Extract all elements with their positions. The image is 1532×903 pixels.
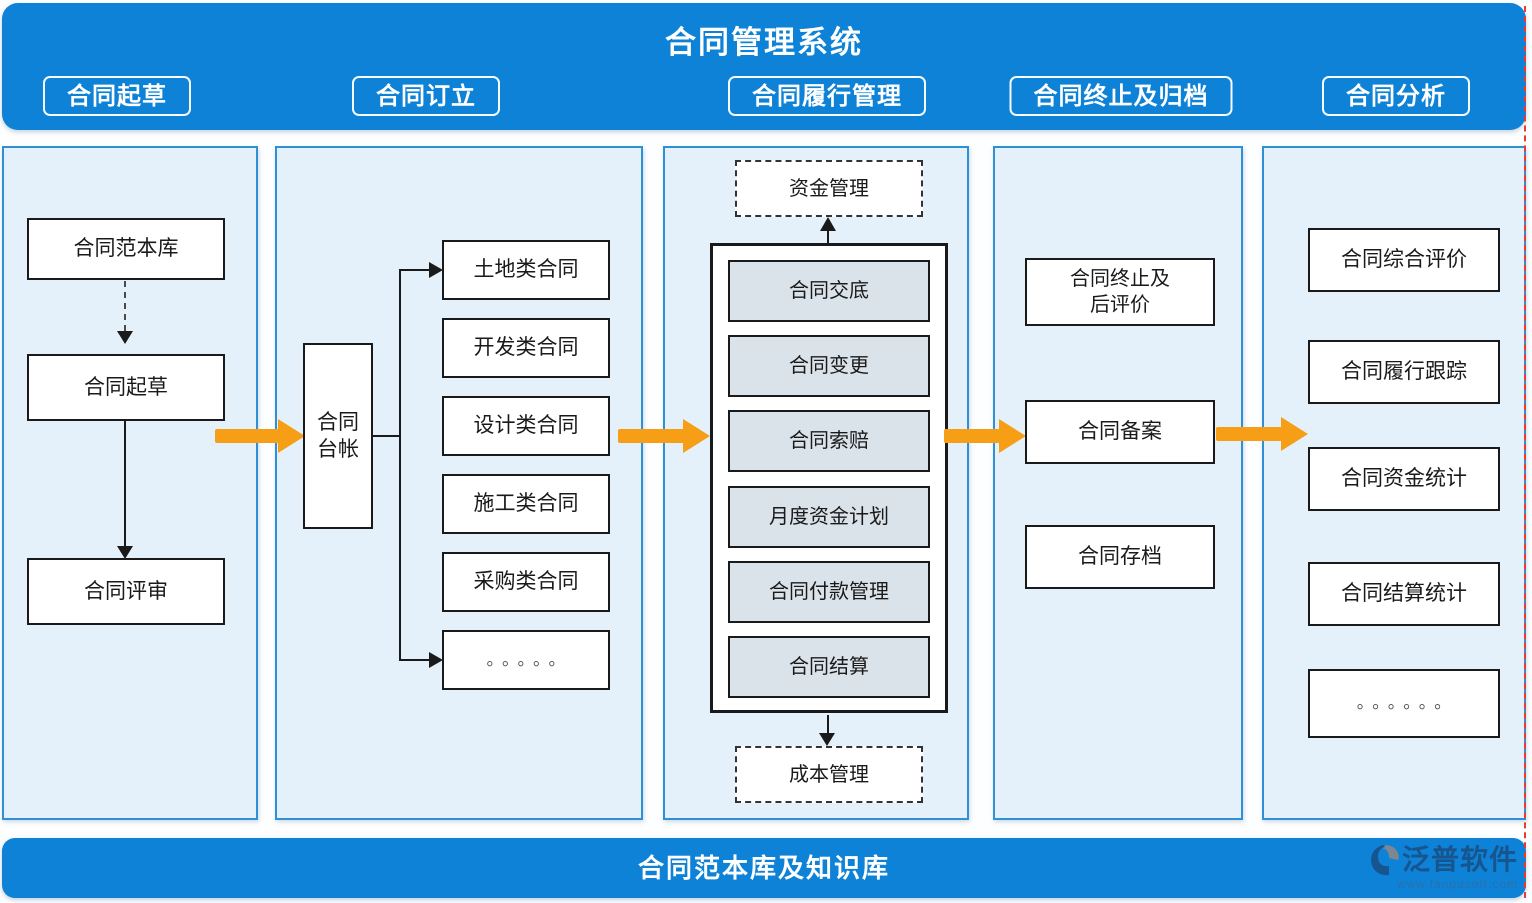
node-contract-review: 合同评审	[27, 558, 225, 625]
arrowhead-right-icon	[429, 652, 443, 668]
node-monthly-fund-plan: 月度资金计划	[728, 486, 930, 548]
connector-up	[827, 230, 829, 243]
ledger-line2: 台帐	[317, 438, 359, 461]
node-settlement-statistics: 合同结算统计	[1308, 562, 1500, 626]
footer-title: 合同范本库及知识库	[637, 853, 890, 883]
node-performance-tracking: 合同履行跟踪	[1308, 340, 1500, 404]
watermark-site: www.fanpusoft.com	[1396, 877, 1518, 891]
bottom-banner: 合同范本库及知识库	[2, 838, 1526, 898]
node-procurement-contract: 采购类合同	[442, 552, 610, 612]
flow-arrow-4-head-icon	[1281, 417, 1308, 451]
node-contract-claim: 合同索赔	[728, 410, 930, 472]
connector-dashed-down	[124, 281, 126, 331]
node-land-contract: 土地类合同	[442, 240, 610, 300]
arrowhead-down-icon	[819, 733, 835, 746]
connector-branch	[399, 269, 401, 660]
connector-branch-bottom	[399, 659, 430, 661]
selection-marquee-edge	[1524, 6, 1526, 898]
watermark-brand: 泛普软件	[1401, 844, 1518, 875]
ledger-line1: 合同	[317, 410, 359, 434]
node-fund-statistics: 合同资金统计	[1308, 447, 1500, 511]
watermark: 泛普软件 www.fanpusoft.com	[1368, 844, 1518, 890]
node-comprehensive-evaluation: 合同综合评价	[1308, 228, 1500, 292]
node-cost-management: 成本管理	[735, 746, 923, 803]
connector-down	[827, 715, 829, 733]
flow-arrow-3-head-icon	[999, 419, 1026, 453]
flow-arrow-1	[215, 429, 279, 443]
node-construction-contract: 施工类合同	[442, 474, 610, 534]
node-contract-record: 合同备案	[1025, 400, 1215, 464]
node-design-contract: 设计类合同	[442, 396, 610, 456]
node-more-contract-types: 。。。。。	[442, 630, 610, 690]
flow-arrow-4	[1216, 427, 1282, 441]
tab-contract-signing: 合同订立	[352, 76, 500, 116]
node-template-library: 合同范本库	[27, 218, 225, 280]
node-contract-disclosure: 合同交底	[728, 260, 930, 322]
node-contract-settlement: 合同结算	[728, 636, 930, 698]
flow-arrow-1-head-icon	[278, 419, 305, 453]
node-contract-draft: 合同起草	[27, 354, 225, 421]
node-funds-management: 资金管理	[735, 160, 923, 217]
termination-line2: 后评价	[1090, 294, 1150, 316]
connector-ledger	[373, 435, 400, 437]
node-contract-archive: 合同存档	[1025, 525, 1215, 589]
node-development-contract: 开发类合同	[442, 318, 610, 378]
flow-arrow-2-head-icon	[683, 419, 710, 453]
connector-branch-top	[399, 269, 430, 271]
tab-contract-analysis: 合同分析	[1322, 76, 1470, 116]
node-payment-management: 合同付款管理	[728, 561, 930, 623]
tab-contract-drafting: 合同起草	[43, 76, 191, 116]
page-title: 合同管理系统	[665, 25, 863, 60]
tab-contract-execution: 合同履行管理	[728, 76, 926, 116]
termination-line1: 合同终止及	[1070, 268, 1170, 290]
arrowhead-down-icon	[117, 546, 133, 559]
arrowhead-up-icon	[820, 217, 836, 231]
top-banner: 合同管理系统 合同起草 合同订立 合同履行管理 合同终止及归档 合同分析	[2, 3, 1526, 130]
arrowhead-right-icon	[429, 262, 443, 278]
flow-arrow-2	[618, 429, 684, 443]
fanpu-logo-icon	[1370, 844, 1400, 876]
node-termination-evaluation: 合同终止及 后评价	[1025, 258, 1215, 326]
node-contract-ledger: 合同 台帐	[303, 343, 373, 529]
arrowhead-down-icon	[117, 331, 133, 344]
node-contract-change: 合同变更	[728, 335, 930, 397]
tab-contract-termination: 合同终止及归档	[1009, 76, 1233, 116]
connector-down	[124, 421, 126, 546]
panel-termination	[993, 146, 1243, 820]
node-more-analysis: 。。。。。。	[1308, 669, 1500, 738]
flow-arrow-3	[944, 429, 1000, 443]
